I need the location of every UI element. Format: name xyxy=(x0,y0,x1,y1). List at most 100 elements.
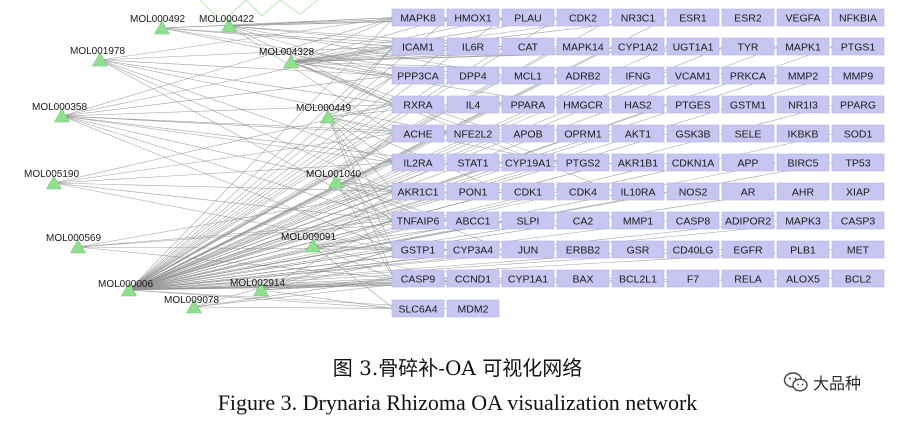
target-node-label: MMP2 xyxy=(788,70,818,82)
target-node-box xyxy=(776,182,830,201)
edge xyxy=(260,249,395,291)
edge xyxy=(327,75,395,118)
target-node-box xyxy=(391,269,445,288)
edge xyxy=(61,115,395,192)
target-node-label: PPP3CA xyxy=(397,70,438,82)
caption-english: Figure 3. Drynaria Rhizoma OA visualizat… xyxy=(217,390,698,415)
target-node-sod1: SOD1 xyxy=(831,124,885,143)
target-node-box xyxy=(391,66,445,85)
compound-node-label: MOL005190 xyxy=(24,169,79,180)
target-node-vegfa: VEGFA xyxy=(776,8,830,27)
target-node-box xyxy=(556,8,610,27)
target-node-box xyxy=(556,95,610,114)
edge xyxy=(128,162,395,291)
target-node-box xyxy=(721,240,775,259)
target-node-mapk1: MAPK1 xyxy=(776,37,830,56)
compound-node-mol000492: MOL000492 xyxy=(130,14,185,35)
edge xyxy=(128,133,395,291)
target-node-label: AHR xyxy=(792,186,815,198)
target-node-cdk2: CDK2 xyxy=(556,8,610,27)
target-node-apob: APOB xyxy=(501,124,555,143)
target-node-ppp3ca: PPP3CA xyxy=(391,66,445,85)
target-node-box xyxy=(391,8,445,27)
compound-node-label: MOL000358 xyxy=(32,102,87,113)
target-node-oprm1: OPRM1 xyxy=(556,124,610,143)
target-node-box xyxy=(611,211,665,230)
edge xyxy=(128,17,450,291)
compound-node-mol009091: MOL009091 xyxy=(281,232,336,253)
target-node-bcl2l1: BCL2L1 xyxy=(611,269,665,288)
decor-zigzag xyxy=(199,0,319,23)
target-node-cat: CAT xyxy=(501,37,555,56)
target-node-label: F7 xyxy=(687,273,699,285)
target-node-box xyxy=(666,37,720,56)
compound-node-mol000569: MOL000569 xyxy=(46,233,101,254)
edge xyxy=(53,162,395,184)
target-node-cyp1a1: CYP1A1 xyxy=(501,269,555,288)
edge xyxy=(260,289,395,309)
compound-node-mol001978: MOL001978 xyxy=(70,46,125,67)
compound-node-mol000006: MOL000006 xyxy=(98,279,153,297)
target-node-mapk8: MAPK8 xyxy=(391,8,445,27)
target-node-box xyxy=(666,240,720,259)
target-node-box xyxy=(501,153,555,172)
target-node-box xyxy=(501,8,555,27)
compound-node-triangle xyxy=(91,52,109,67)
target-node-ikbkb: IKBKB xyxy=(776,124,830,143)
target-node-label: PLAU xyxy=(514,12,541,24)
target-node-box xyxy=(831,124,885,143)
target-node-label: PTGS2 xyxy=(566,157,601,169)
target-node-box xyxy=(391,211,445,230)
compound-node-label: MOL000006 xyxy=(98,279,153,290)
target-node-rela: RELA xyxy=(721,269,775,288)
target-node-gstp1: GSTP1 xyxy=(391,240,445,259)
target-node-box xyxy=(501,240,555,259)
target-node-ppara: PPARA xyxy=(501,95,555,114)
target-node-label: SOD1 xyxy=(844,128,873,140)
target-node-nos2: NOS2 xyxy=(666,182,720,201)
compound-node-mol001040: MOL001040 xyxy=(306,169,361,189)
compound-node-label: MOL000449 xyxy=(296,103,351,114)
edge xyxy=(327,46,395,118)
edge xyxy=(128,104,395,291)
target-node-box xyxy=(611,66,665,85)
target-node-label: MDM2 xyxy=(458,303,489,315)
target-node-label: CDK2 xyxy=(569,12,597,24)
target-node-box xyxy=(666,211,720,230)
target-node-box xyxy=(721,8,775,27)
compound-node-triangle xyxy=(120,282,138,297)
target-node-label: GSTP1 xyxy=(401,244,436,256)
edge xyxy=(61,104,395,117)
target-node-il2ra: IL2RA xyxy=(391,153,445,172)
target-node-box xyxy=(721,37,775,56)
edge xyxy=(327,116,395,192)
edge xyxy=(99,59,450,134)
compound-node-triangle xyxy=(220,18,238,33)
compound-node-label: MOL002914 xyxy=(230,278,285,289)
target-node-box xyxy=(666,182,720,201)
edge xyxy=(193,278,395,308)
target-node-adipor2: ADIPOR2 xyxy=(721,211,775,230)
target-node-box xyxy=(501,182,555,201)
target-node-label: TYR xyxy=(738,41,759,53)
target-node-box xyxy=(446,269,500,288)
target-node-pon1: PON1 xyxy=(446,182,500,201)
target-node-cd40lg: CD40LG xyxy=(666,240,720,259)
compound-node-triangle xyxy=(185,299,203,314)
edge xyxy=(290,17,395,63)
target-node-ahr: AHR xyxy=(776,182,830,201)
edge xyxy=(327,116,395,163)
target-node-label: PTGS1 xyxy=(841,41,876,53)
target-node-stat1: STAT1 xyxy=(446,153,500,172)
target-node-pparg: PPARG xyxy=(831,95,885,114)
target-node-box xyxy=(721,153,775,172)
target-node-box xyxy=(611,8,665,27)
target-node-casp8: CASP8 xyxy=(666,211,720,230)
target-node-box xyxy=(391,95,445,114)
target-node-cdk4: CDK4 xyxy=(556,182,610,201)
target-node-box xyxy=(831,8,885,27)
edge xyxy=(228,25,395,76)
target-node-box xyxy=(666,153,720,172)
target-node-box xyxy=(446,66,500,85)
target-node-label: ABCC1 xyxy=(455,215,490,227)
